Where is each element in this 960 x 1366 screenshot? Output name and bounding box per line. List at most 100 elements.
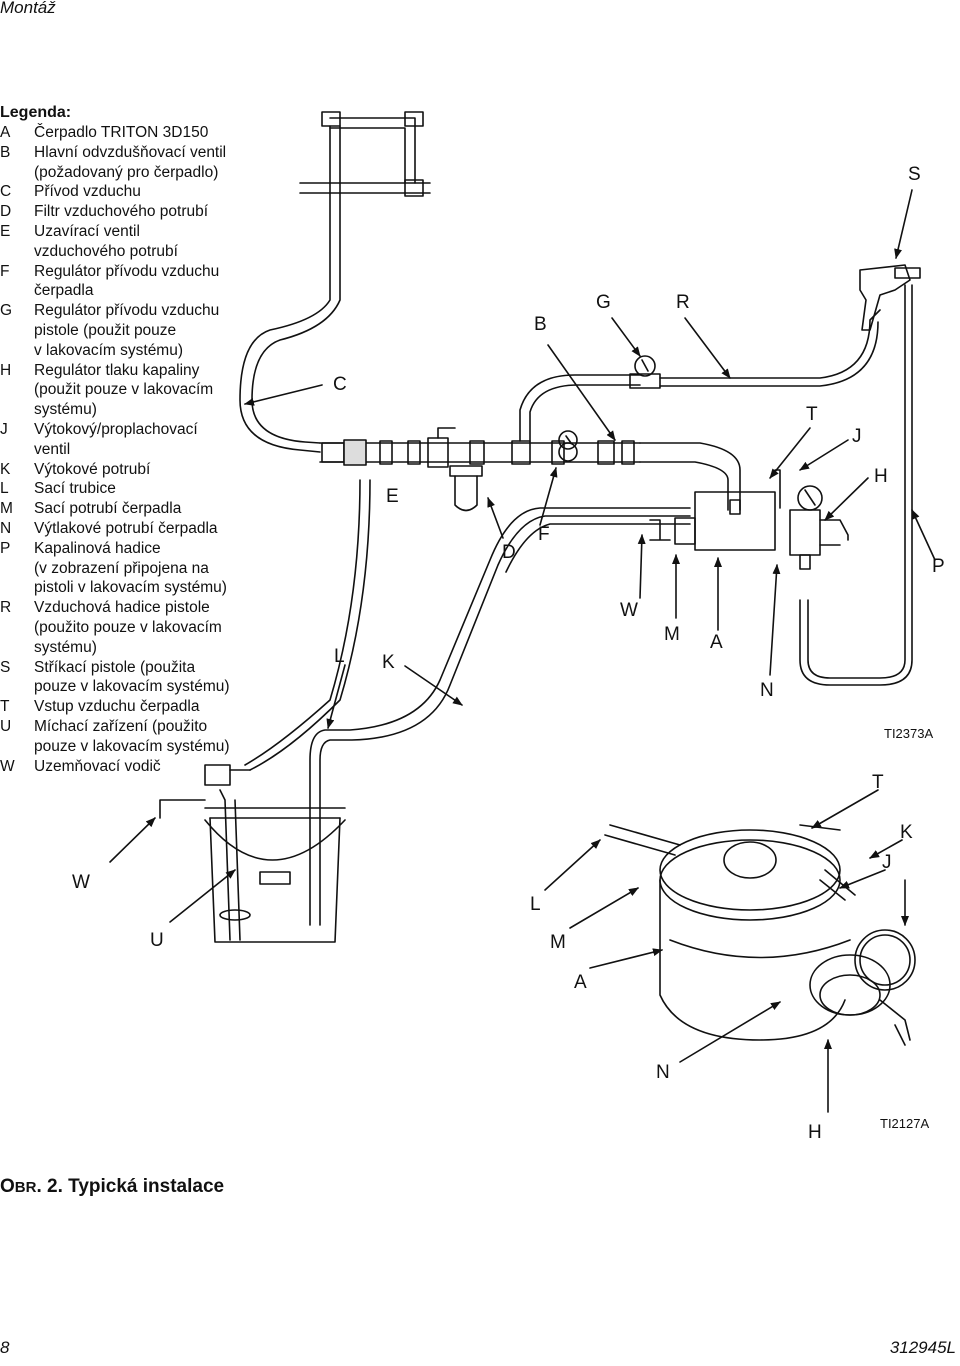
legend-key: F [0, 262, 10, 280]
air-supply-manifold [239, 111, 431, 453]
legend-key: L [0, 480, 9, 498]
callout-label: C [333, 374, 347, 395]
paint-bucket [159, 479, 371, 943]
legend-text: Míchací zařízení (použito [34, 718, 208, 735]
legend-key: S [0, 658, 11, 676]
callouts-diagram-2: T K J W L U M A N H TI2127A [72, 772, 929, 1143]
legend-text: Stříkací pistole (použita [34, 658, 196, 676]
page-number: 8 [0, 1338, 10, 1357]
callout-label: M [664, 624, 680, 645]
legend-text: (použit pouze v lakovacím [34, 381, 214, 399]
legend-key: B [0, 143, 11, 161]
legend-text: Regulátor přívodu vzduchu [34, 302, 220, 320]
callout-label: H [808, 1122, 822, 1143]
legend-text: systému) [34, 638, 97, 656]
legend-text: (použito pouze v lakovacím [34, 619, 222, 636]
callout-label: M [550, 932, 566, 953]
legend-text: Přívod vzduchu [34, 183, 141, 201]
legend-key: P [0, 539, 11, 557]
section-header: Montáž [0, 0, 56, 17]
legend-text: systému) [34, 401, 97, 419]
legend-key: K [0, 460, 11, 478]
legend-title: Legenda: [0, 104, 72, 121]
callout-label: K [382, 652, 395, 673]
figure-id: TI2373A [884, 726, 933, 741]
legend-key: N [0, 520, 12, 537]
pump-detail [604, 824, 916, 1046]
legend-text: Sací potrubí čerpadla [34, 500, 182, 518]
legend-text: v lakovacím systému) [34, 341, 184, 359]
callout-label: F [538, 524, 550, 545]
legend-text: (požadovaný pro čerpadlo) [34, 163, 219, 181]
callout-label: J [882, 852, 892, 873]
legend-key: G [0, 302, 13, 320]
callout-label: A [710, 632, 723, 653]
legend-text: Vstup vzduchu čerpadla [34, 698, 200, 716]
legend-text: (v zobrazení připojena na [34, 559, 209, 577]
legend-text: Vzduchová hadice pistole [34, 599, 210, 617]
callout-label: E [386, 486, 399, 507]
legend-text: pistole (použit pouze [34, 322, 177, 339]
gun-air-regulator [519, 309, 881, 442]
legend-text: Čerpadlo TRITON 3D150 [34, 124, 209, 141]
callout-leaders [109, 189, 936, 1113]
callout-label: P [932, 556, 945, 577]
legend-text: Sací trubice [34, 480, 116, 498]
callout-label: N [760, 680, 774, 701]
callout-label: W [620, 600, 638, 621]
legend-key: D [0, 203, 12, 221]
document-number: 312945L [889, 1338, 956, 1357]
legend-text: pistoli v lakovacím systému) [34, 579, 227, 597]
legend-text: Kapalinová hadice [34, 539, 161, 557]
legend-text: Filtr vzduchového potrubí [34, 203, 209, 221]
caption-prefix: O [0, 1176, 15, 1197]
legend-text: Výtlakové potrubí čerpadla [34, 520, 218, 537]
legend-text: Uzemňovací vodič [34, 757, 161, 775]
pump-air-regulator [558, 430, 578, 450]
legend-key: J [0, 421, 8, 438]
legend-key: T [0, 698, 10, 716]
callout-label: G [596, 292, 611, 313]
legend-text: vzduchového potrubí [34, 242, 178, 260]
callouts-diagram-1: C B G R S T J H E D F P W M A N L K TI23… [333, 164, 945, 741]
legend-text: Hlavní odvzdušňovací ventil [34, 143, 227, 161]
callout-label: W [72, 872, 90, 893]
figure-caption: OBR. 2. Typická instalace [0, 1176, 224, 1198]
pump-unit [674, 469, 849, 570]
callout-label: U [150, 930, 164, 951]
main-air-line [319, 427, 741, 511]
legend-key: C [0, 183, 12, 201]
callout-label: D [502, 542, 516, 563]
callout-label: N [656, 1062, 670, 1083]
legend-key: M [0, 500, 13, 518]
legend-text: Regulátor tlaku kapaliny [34, 361, 200, 379]
legend-key: H [0, 361, 12, 379]
spray-gun [799, 264, 921, 686]
callout-label: J [852, 426, 862, 447]
legend-key: U [0, 718, 12, 735]
callout-label: S [908, 164, 921, 185]
callout-label: B [534, 314, 547, 335]
legend-text: pouze v lakovacím systému) [34, 737, 230, 755]
legend-text: Výtokové potrubí [34, 460, 151, 478]
callout-label: L [530, 894, 541, 915]
legend-text: ventil [34, 440, 71, 458]
callout-label: T [806, 404, 818, 425]
callout-label: T [872, 772, 884, 793]
legend-key: W [0, 757, 15, 775]
caption-prefix-small: BR [14, 1179, 37, 1196]
pump-suction-lines [309, 507, 691, 926]
air-line-filter [449, 465, 483, 512]
legend-key: E [0, 223, 11, 240]
legend-text: Výtokový/proplachovací [34, 421, 198, 438]
legend-text: Uzavírací ventil [34, 223, 140, 240]
legend-text: pouze v lakovacím systému) [34, 678, 230, 696]
callout-label: H [874, 466, 888, 487]
legend-text: čerpadla [34, 282, 94, 300]
legend-key: A [0, 124, 11, 141]
legend-text: Regulátor přívodu vzduchu [34, 262, 220, 280]
figure-id: TI2127A [880, 1116, 929, 1131]
callout-label: L [334, 646, 345, 667]
callout-label: A [574, 972, 587, 993]
